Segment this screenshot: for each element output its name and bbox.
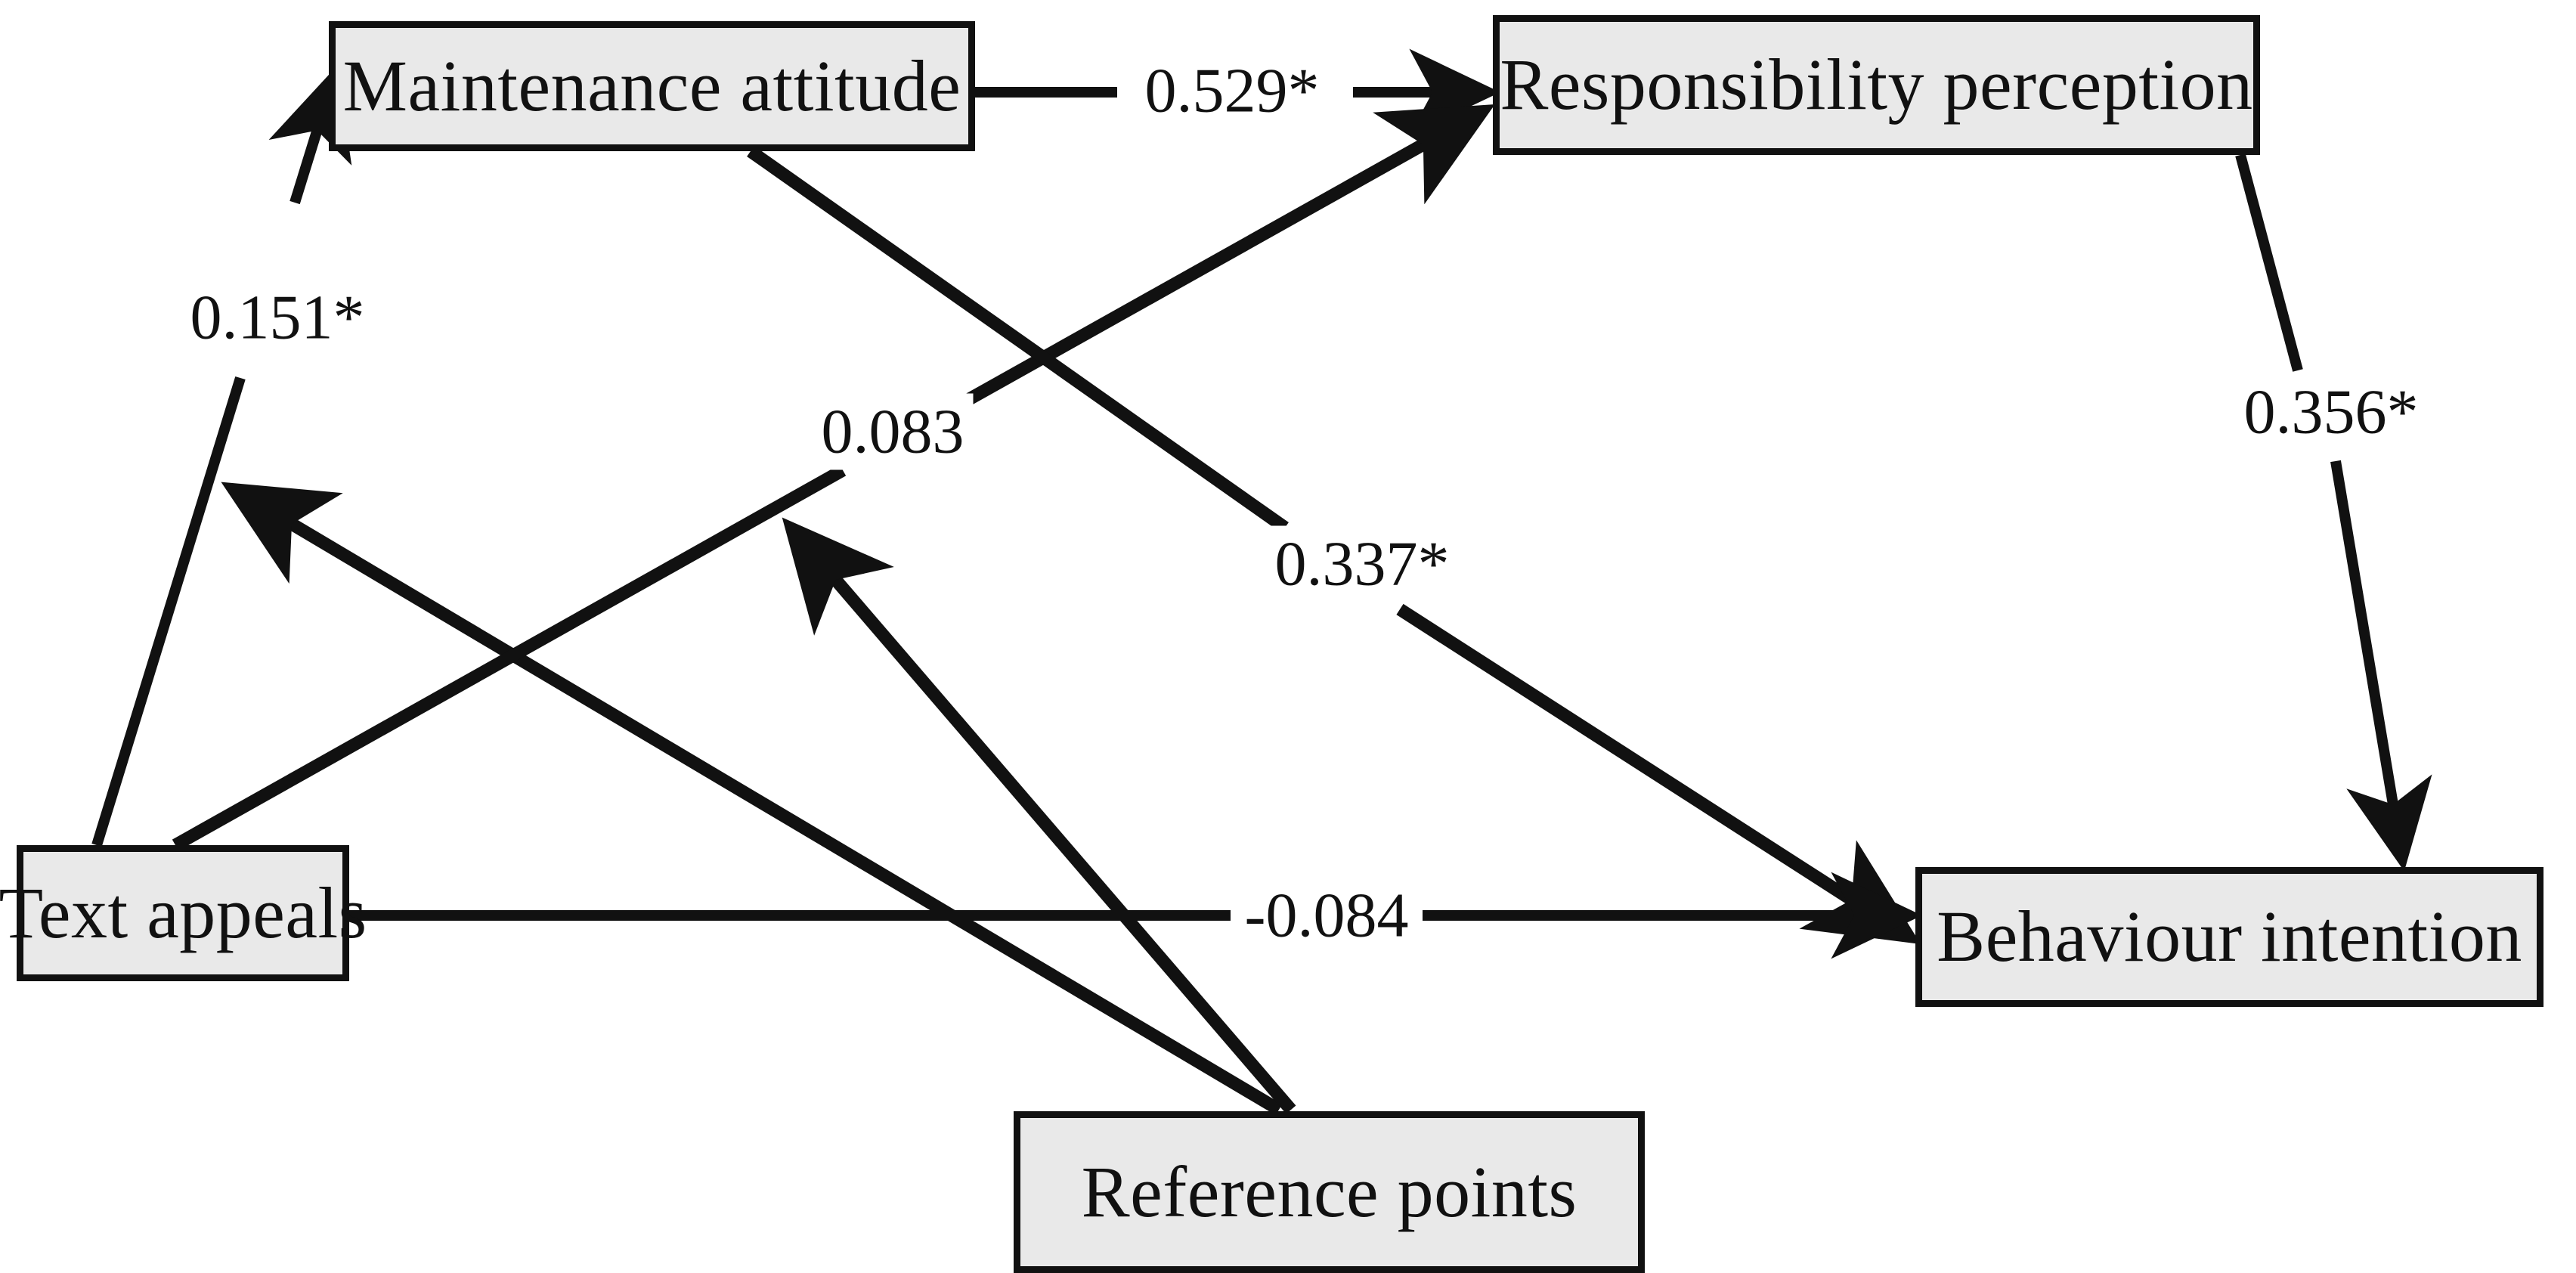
node-label-behaviour-intention: Behaviour intention	[1937, 896, 2522, 977]
node-label-text-appeals: Text appeals	[0, 872, 367, 953]
node-maintenance-attitude[interactable]: Maintenance attitude	[329, 21, 975, 151]
edge-rp-to-bi-seg1	[2235, 153, 2303, 372]
edge-ma-to-bi-seg2	[1396, 603, 1921, 945]
edge-label-rp-to-bi: 0.356*	[2234, 373, 2428, 451]
edge-ref-to-ta	[221, 482, 1283, 1116]
node-label-maintenance-attitude: Maintenance attitude	[342, 45, 961, 126]
edge-label-ma-to-bi: 0.337*	[1265, 525, 1459, 602]
edge-ta-to-ma-seg2	[268, 65, 352, 205]
edge-ref-to-ma	[782, 517, 1296, 1114]
edge-ma-to-bi-seg1	[747, 146, 1289, 533]
edge-rp-to-bi-seg2	[2330, 460, 2432, 872]
edge-ta-to-ma-seg1	[91, 376, 246, 847]
edge-ta-to-rp-seg2	[955, 104, 1495, 411]
node-text-appeals[interactable]: Text appeals	[0, 845, 367, 981]
edge-ta-to-rp-seg1	[172, 464, 847, 851]
node-label-responsibility-perception: Responsibility perception	[1500, 44, 2253, 125]
edge-label-ta-to-rp: 0.083	[812, 393, 974, 470]
node-label-reference-points: Reference points	[1081, 1151, 1577, 1232]
edge-label-ta-to-bi: -0.084	[1235, 877, 1418, 954]
edge-label-ma-to-rp: 0.529*	[1135, 52, 1329, 129]
node-responsibility-perception[interactable]: Responsibility perception	[1493, 15, 2260, 155]
edge-label-ta-to-ma: 0.151*	[181, 279, 374, 356]
node-behaviour-intention[interactable]: Behaviour intention	[1915, 867, 2543, 1007]
node-reference-points[interactable]: Reference points	[1014, 1111, 1645, 1273]
